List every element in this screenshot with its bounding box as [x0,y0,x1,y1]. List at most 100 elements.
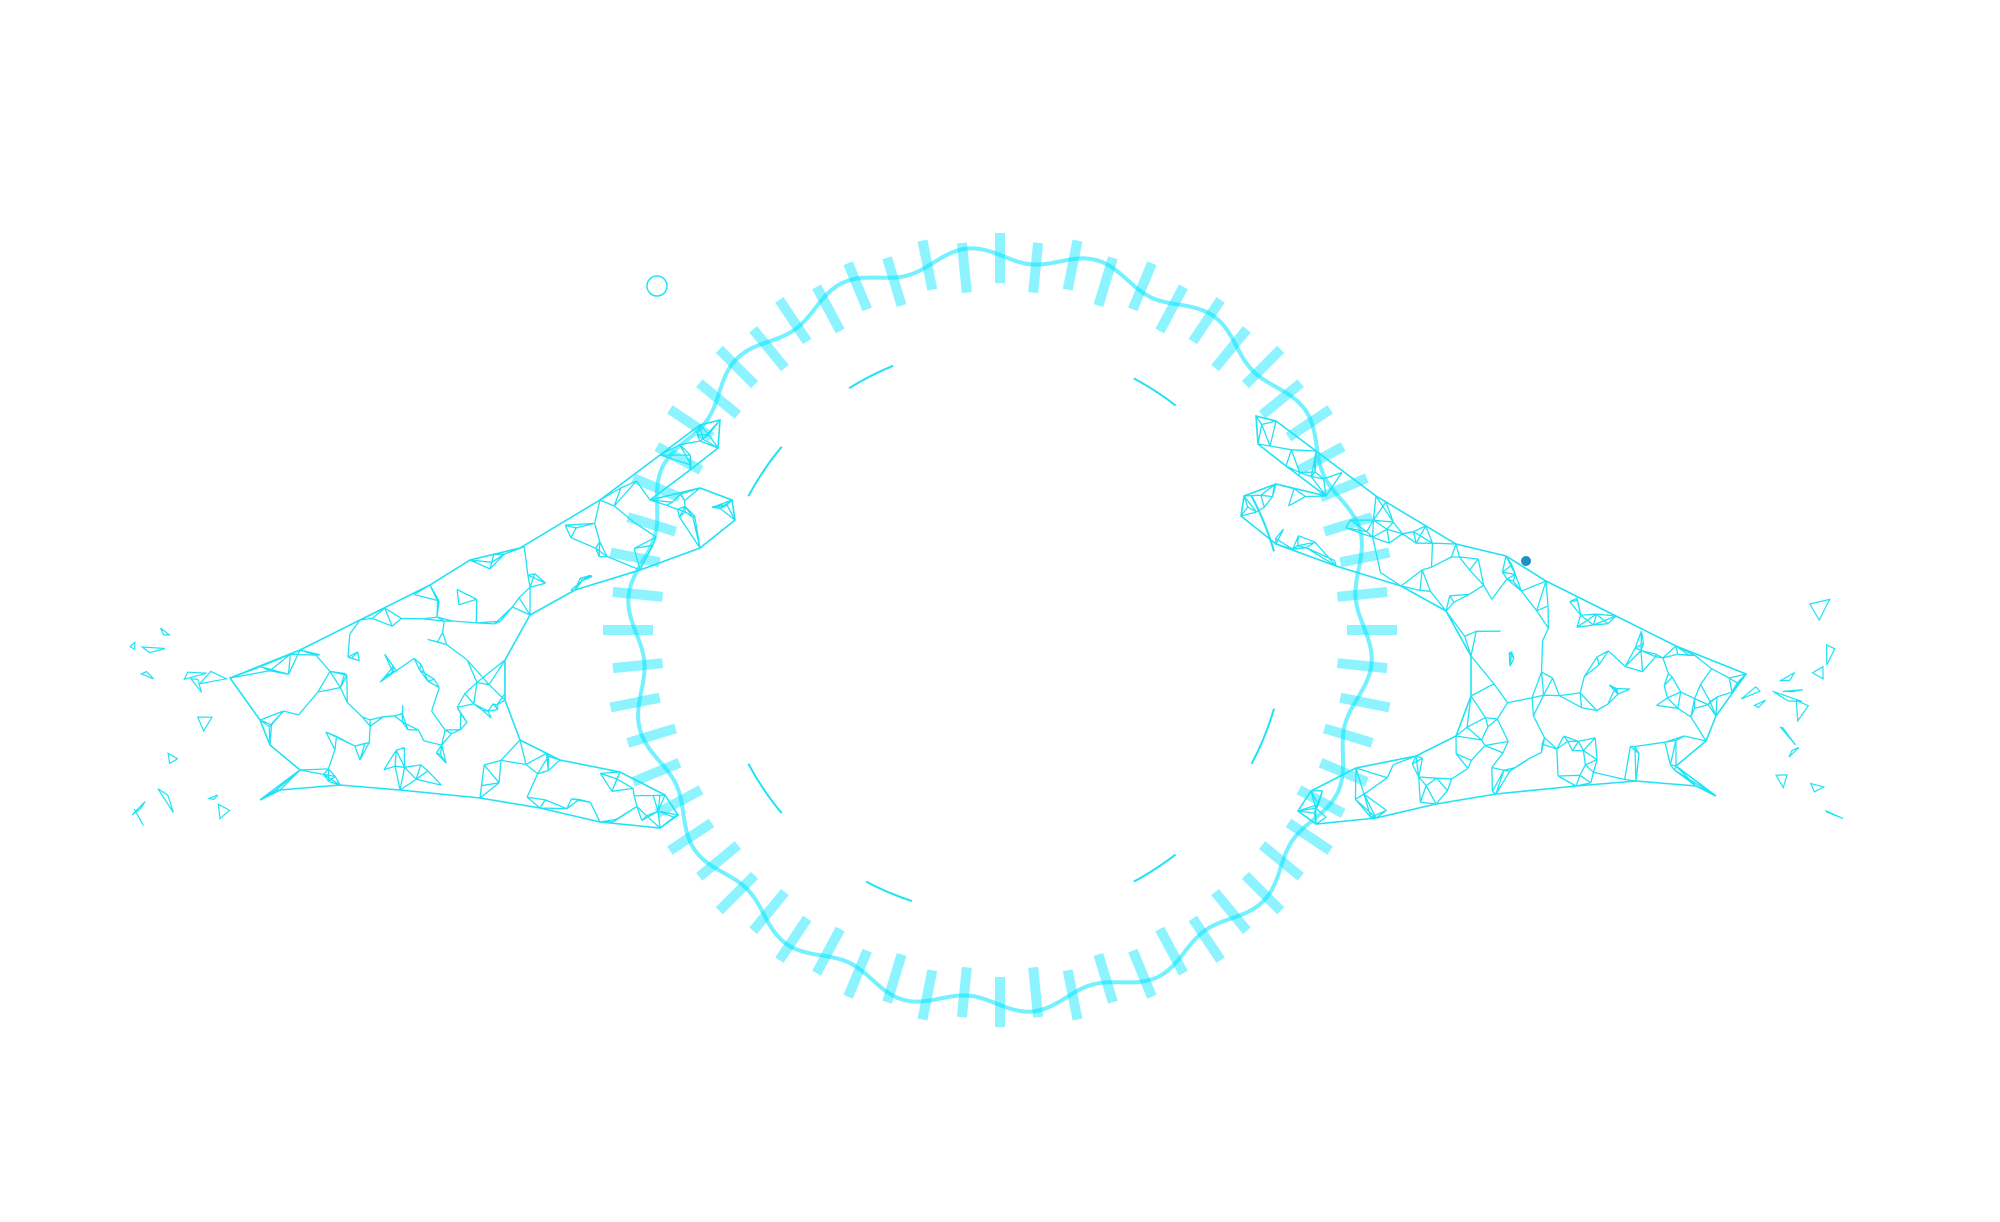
ring-tick-mark [1211,326,1251,372]
mesh-shard [133,808,144,826]
ring-tick-mark [812,926,845,976]
mesh-shard [1788,746,1800,758]
ring-tick-mark [882,256,907,308]
inner-arc-marks [747,364,1275,903]
hand-dot-marker [1521,556,1531,566]
ring-tick-mark [1258,841,1304,881]
hand-outline [1240,414,1748,825]
ring-tick-mark [1211,888,1251,934]
ring-tick-mark [749,326,789,372]
mesh-shard [160,627,172,636]
ring-wave-line [626,246,1374,1014]
inner-arc [1250,708,1275,765]
mesh-shard [1825,809,1844,820]
inner-arc [1250,495,1275,552]
right-wireframe-hand-icon [1240,414,1844,825]
mesh-shard [1775,774,1788,790]
mesh-shard [157,788,174,813]
ring-tick-mark [654,785,704,818]
ring-tick-mark [1241,345,1285,389]
ring-tick-mark [1028,242,1044,294]
ring-tick-mark [1188,297,1225,345]
mesh-shard [1782,689,1803,693]
ring-tick-mark [1241,871,1285,915]
mesh-shard [198,670,229,685]
ring-tick-mark [1285,818,1333,855]
ring-tick-mark [1296,785,1346,818]
mesh-shard [1772,690,1803,702]
ring-tick-mark [843,261,872,312]
ring-tick-mark [956,242,972,294]
mesh-shard [128,641,136,651]
ring-tick-mark [1128,948,1157,999]
mesh-shard [183,671,207,681]
ring-tick-mark [626,723,678,748]
ring-tick-mark [775,915,812,963]
inner-arc [1133,377,1177,407]
small-circle-icon [646,275,668,297]
mesh-shard [206,794,219,800]
ring-tick-mark [1128,261,1157,312]
glowing-ring-icon [603,233,1397,1027]
mesh-shard [1779,671,1796,682]
mesh-shard [196,716,214,733]
ring-tick-mark [612,658,664,674]
ring-tick-mark [812,284,845,334]
ring-tick-mark [1322,723,1374,748]
inner-arc [848,364,894,390]
mesh-shard [140,646,166,654]
mesh-shard [1740,685,1762,700]
ring-tick-mark [1296,442,1346,475]
ring-tick-mark [631,758,682,787]
ring-tick-mark [715,871,759,915]
mesh-shard [1795,699,1810,723]
ring-tick-mark [1336,586,1388,602]
mesh-shard [189,678,203,693]
ring-tick-mark [956,966,972,1018]
ring-tick-mark [1093,256,1118,308]
ring-tick-mark [1155,284,1188,334]
ring-tick-mark [696,841,742,881]
ring-tick-mark [917,969,938,1021]
inner-arc [747,446,783,497]
mesh-shard [139,670,155,680]
ring-tick-mark [1318,473,1369,502]
ring-tick-mark [696,379,742,419]
ring-tick-mark [667,818,715,855]
ring-tick-mark [667,405,715,442]
ring-tick-mark [775,297,812,345]
mesh-shard [1825,643,1836,666]
mesh-shard [217,803,231,820]
ring-tick-mark [843,948,872,999]
mesh-shard [1809,782,1826,793]
ring-tick-mark [1062,239,1083,291]
ring-tick-mark [715,345,759,389]
inner-arc [747,763,783,814]
ring-tick-mark [1336,658,1388,674]
ring-tick-mark [1028,966,1044,1018]
mesh-shard [167,752,179,765]
mesh-shard [131,801,146,816]
mesh-shard [1753,699,1767,709]
ring-tick-mark [917,239,938,291]
ring-tick-mark [882,952,907,1004]
ring-tick-mark [609,547,661,568]
ring-tick-mark [1339,547,1391,568]
inner-arc [865,880,913,903]
mesh-shard [1808,598,1831,622]
ring-tick-mark [612,586,664,602]
ring-tick-mark [1155,926,1188,976]
ring-tick-mark [749,888,789,934]
ring-tick-mark [1285,405,1333,442]
ring-tick-mark [609,692,661,713]
ring-tick-mark [1188,915,1225,963]
mesh-shard [1811,665,1824,680]
left-wireframe-hand-icon [128,418,736,829]
mesh-shard [1779,726,1797,746]
ring-tick-mark [1062,969,1083,1021]
ring-tick-mark [626,512,678,537]
hand-outline [228,418,736,829]
ring-tick-mark [1093,952,1118,1004]
